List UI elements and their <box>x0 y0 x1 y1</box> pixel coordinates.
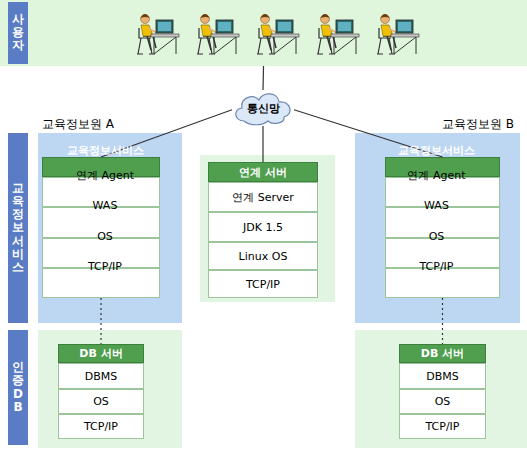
stack-layer: TCP/IP <box>208 270 318 298</box>
layer-text: WAS <box>424 199 449 212</box>
user-figure <box>137 14 179 54</box>
layer-text: 연계 Agent <box>407 168 465 183</box>
network-link <box>262 66 264 90</box>
layer-text: OS <box>429 230 445 243</box>
header-text: 교육정보서비스 <box>67 143 144 158</box>
user-figure <box>197 14 239 54</box>
stack-layer: TCP/IP <box>58 414 144 439</box>
institute-panel: 교육정보원 A교육정보서비스연계 AgentWASOSTCP/IP <box>38 133 182 323</box>
network-link <box>262 126 263 162</box>
cloud-shape <box>236 94 290 125</box>
layer-text: OS <box>435 395 451 408</box>
user-side-bar <box>8 2 28 64</box>
stack-header: DB 서버 <box>58 344 144 363</box>
header-text: 교육정보서비스 <box>398 143 475 158</box>
stack-layer: Linux OS <box>208 242 318 270</box>
institute-panel: 교육정보원 B교육정보서비스연계 AgentWASOSTCP/IP <box>355 133 520 323</box>
network-link <box>294 110 443 157</box>
stack-layer: TCP/IP <box>399 414 486 439</box>
header-text: DB 서버 <box>421 346 464 361</box>
dotted-link <box>442 298 443 344</box>
side-label: 사용자 <box>12 13 24 53</box>
stack-layer: DBMS <box>399 363 486 389</box>
user-band: 사용자 <box>0 0 527 66</box>
layer-text: 연계 Agent <box>76 168 134 183</box>
user-figure <box>317 14 359 54</box>
link-server-panel <box>200 155 335 302</box>
user-figure <box>257 14 299 54</box>
layer-text: TCP/IP <box>420 260 454 273</box>
layer-text: JDK 1.5 <box>243 221 283 234</box>
side-bar-label: 교육정보서비스 <box>8 133 28 323</box>
side-label: 교육정보서비스 <box>12 182 24 274</box>
stack-layer: TCP/IP <box>385 268 500 298</box>
layer-text: TCP/IP <box>84 420 118 433</box>
stack-layer: OS <box>58 389 144 414</box>
header-text: DB 서버 <box>79 346 122 361</box>
header-text: 연계 서버 <box>239 165 287 180</box>
layer-text: OS <box>97 230 113 243</box>
panel-heading: 교육정보원 B <box>442 116 514 133</box>
network-link <box>101 110 232 157</box>
stack-layer: DBMS <box>58 363 144 389</box>
cloud-label: 통신망 <box>247 101 280 116</box>
layer-text: DBMS <box>426 370 459 383</box>
stack-layer: JDK 1.5 <box>208 212 318 242</box>
layer-text: Linux OS <box>239 250 288 263</box>
layer-text: TCP/IP <box>88 260 122 273</box>
network-cloud: 통신망 <box>232 90 294 126</box>
stack-header: 연계 서버 <box>208 162 318 182</box>
panel-heading: 교육정보원 A <box>42 116 114 133</box>
side-label: 인증DB <box>12 361 24 414</box>
layer-text: TCP/IP <box>246 278 280 291</box>
user-band <box>0 0 527 66</box>
side-bar-label: 인증DB <box>8 330 28 445</box>
layer-text: OS <box>93 395 109 408</box>
stack-layer: TCP/IP <box>42 268 160 298</box>
stack-layer: OS <box>399 389 486 414</box>
layer-text: 연계 Server <box>232 190 294 205</box>
stack-layer: 연계 Server <box>208 182 318 212</box>
stack-header: DB 서버 <box>399 344 486 363</box>
layer-text: DBMS <box>85 370 118 383</box>
user-figure <box>377 14 419 54</box>
db-panel <box>355 330 527 448</box>
dotted-link <box>100 298 101 344</box>
layer-text: TCP/IP <box>426 420 460 433</box>
db-panel <box>38 330 182 448</box>
layer-text: WAS <box>93 199 118 212</box>
